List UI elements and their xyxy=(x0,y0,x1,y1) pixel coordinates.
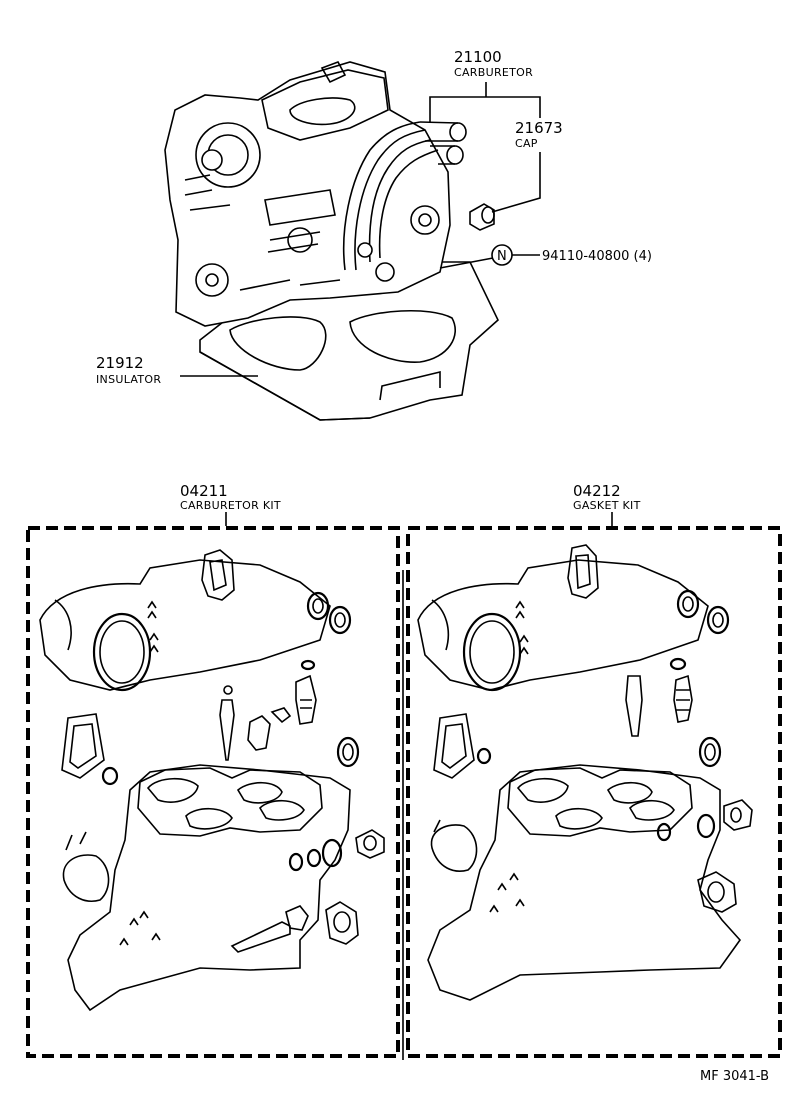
cap-part-number: 21673 xyxy=(515,119,563,137)
gasket-kit-part-name: GASKET KIT xyxy=(573,499,641,512)
svg-text:N: N xyxy=(497,249,507,264)
insulator-part-name: INSULATOR xyxy=(96,373,161,386)
gasket-kit-drawing xyxy=(417,544,753,1001)
gasket-kit-box xyxy=(406,526,782,1058)
carburetor-part-name: CARBURETOR xyxy=(454,66,533,79)
carburetor-part-number: 21100 xyxy=(454,48,502,66)
carburetor-kit-part-number: 04211 xyxy=(180,482,228,500)
insulator-part-number: 21912 xyxy=(96,354,144,372)
carburetor-kit-part-name: CARBURETOR KIT xyxy=(180,499,281,512)
nut-leader xyxy=(439,254,540,269)
cap-part-name: CAP xyxy=(515,137,538,150)
diagram-code: MF 3041-B xyxy=(700,1069,769,1084)
nut-symbol: N xyxy=(491,244,513,266)
carburetor-kit-box xyxy=(26,526,400,1058)
carburetor-assembly-drawing xyxy=(164,61,499,421)
cap-leader xyxy=(491,152,541,213)
nut-part-number: 94110-40800 (4) xyxy=(542,249,652,264)
carburetor-kit-drawing xyxy=(39,549,385,1012)
carburetor-leader xyxy=(429,82,541,122)
gasket-kit-part-number: 04212 xyxy=(573,482,621,500)
cap-part-drawing xyxy=(469,203,495,231)
